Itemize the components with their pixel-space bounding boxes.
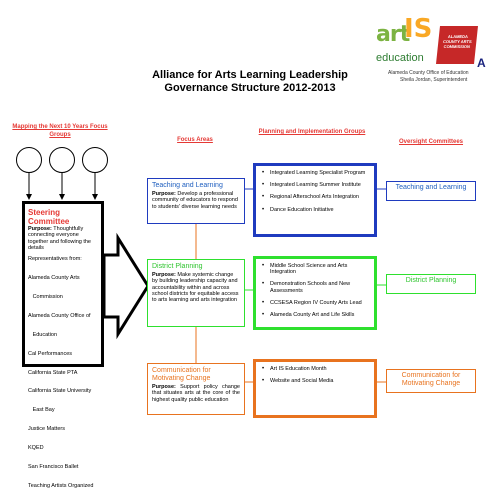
logo-word-art: art bbox=[376, 22, 410, 47]
planning-comm-box: Art IS Education Month Website and Socia… bbox=[253, 359, 377, 418]
steering-purpose-label: Purpose: bbox=[28, 226, 52, 232]
planning-item: Website and Social Media bbox=[262, 378, 370, 384]
oversight-teaching: Teaching and Learning bbox=[386, 181, 476, 201]
focus-district-purpose-text: Make systemic change by building leaders… bbox=[152, 272, 239, 304]
member-item: Commission bbox=[28, 293, 63, 300]
member-item: Teaching Artists Organized bbox=[28, 482, 94, 489]
member-item: KQED bbox=[28, 445, 44, 452]
title-line-2: Governance Structure 2012-2013 bbox=[164, 82, 336, 94]
planning-item: Integrated Learning Specialist Program bbox=[262, 170, 370, 176]
superintendent-name: Sheila Jordan, Superintendent bbox=[400, 77, 468, 83]
focus-district-planning: District Planning Purpose: Make systemic… bbox=[147, 259, 245, 327]
steering-title: Steering Committee bbox=[28, 208, 70, 226]
steering-committee-box: Steering Committee Purpose: Thoughtfully… bbox=[22, 201, 104, 489]
member-item: Education bbox=[28, 331, 58, 338]
focus-teaching-learning: Teaching and Learning Purpose: Develop a… bbox=[147, 178, 245, 224]
focus-comm-purpose: Purpose: Support policy change that situ… bbox=[152, 384, 240, 403]
member-item: East Bay bbox=[28, 407, 55, 414]
member-item: Alameda County Arts bbox=[28, 275, 80, 282]
office-name: Alameda County Office of Education bbox=[388, 70, 469, 76]
planning-item: Alameda County Art and Life Skills bbox=[262, 312, 370, 318]
focus-teaching-purpose: Purpose: Develop a professional communit… bbox=[152, 191, 240, 210]
art-is-education-logo: art IS education bbox=[376, 14, 440, 72]
member-item: California State PTA bbox=[28, 369, 78, 376]
focus-district-purpose: Purpose: Make systemic change by buildin… bbox=[152, 272, 240, 303]
focus-teaching-title: Teaching and Learning bbox=[152, 182, 223, 189]
big-arrow bbox=[102, 232, 150, 340]
oversight-communication: Communication for Motivating Change bbox=[386, 369, 476, 393]
planning-item: Middle School Science and Arts Integrati… bbox=[262, 263, 370, 275]
member-item: San Francisco Ballet bbox=[28, 463, 79, 470]
planning-item: Art IS Education Month bbox=[262, 366, 370, 372]
member-item: California State University bbox=[28, 388, 92, 395]
focus-teaching-purpose-label: Purpose: bbox=[152, 191, 176, 197]
oversight-header: Oversight Committees bbox=[398, 139, 464, 145]
logo-word-is: IS bbox=[404, 14, 433, 44]
focus-group-circle bbox=[49, 147, 75, 173]
title-line-1: Alliance for Arts Learning Leadership bbox=[152, 69, 348, 81]
planning-item: Dance Education Initiative bbox=[262, 207, 370, 213]
planning-teaching-box: Integrated Learning Specialist Program I… bbox=[253, 163, 377, 237]
focus-district-purpose-label: Purpose: bbox=[152, 272, 176, 278]
member-item: Alameda County Office of bbox=[28, 312, 91, 319]
focus-group-circle bbox=[82, 147, 108, 173]
planning-header: Planning and Implementation Groups bbox=[258, 129, 366, 135]
focus-comm-purpose-label: Purpose: bbox=[152, 384, 176, 390]
logo-word-education: education bbox=[376, 52, 424, 64]
focus-communication: Communication for Motivating Change Purp… bbox=[147, 363, 245, 415]
focus-comm-title: Communication for Motivating Change bbox=[152, 367, 211, 382]
steering-purpose: Purpose: Thoughtfully connecting everyon… bbox=[28, 226, 98, 251]
oversight-district: District Planning bbox=[386, 274, 476, 294]
member-item: Justice Matters bbox=[28, 426, 65, 433]
planning-item: CCSESA Region IV County Arts Lead bbox=[262, 300, 370, 306]
focus-district-title: District Planning bbox=[152, 263, 203, 270]
member-item: Cal Performances bbox=[28, 350, 73, 357]
planning-item: Integrated Learning Summer Institute bbox=[262, 182, 370, 188]
steering-members-list: Alameda County Arts Commission Alameda C… bbox=[28, 262, 98, 501]
focus-comm-purpose-text: Support policy change that situates arts… bbox=[152, 384, 240, 403]
page-title: Alliance for Arts Learning Leadership Go… bbox=[130, 69, 370, 95]
focus-areas-header: Focus Areas bbox=[177, 137, 213, 143]
focus-teaching-purpose-text: Develop a professional community of educ… bbox=[152, 191, 238, 210]
acoe-a-logo: A bbox=[477, 56, 486, 70]
planning-district-box: Middle School Science and Arts Integrati… bbox=[253, 256, 377, 330]
planning-item: Demonstration Schools and New Assessment… bbox=[262, 281, 370, 293]
mapping-header: Mapping the Next 10 Years Focus Groups bbox=[12, 124, 108, 138]
focus-group-circle bbox=[16, 147, 42, 173]
planning-item: Regional Afterschool Arts Integration bbox=[262, 194, 370, 200]
steering-purpose-text: Thoughtfully connecting everyone togethe… bbox=[28, 226, 91, 251]
steering-reps-label: Representatives from: bbox=[28, 256, 82, 263]
